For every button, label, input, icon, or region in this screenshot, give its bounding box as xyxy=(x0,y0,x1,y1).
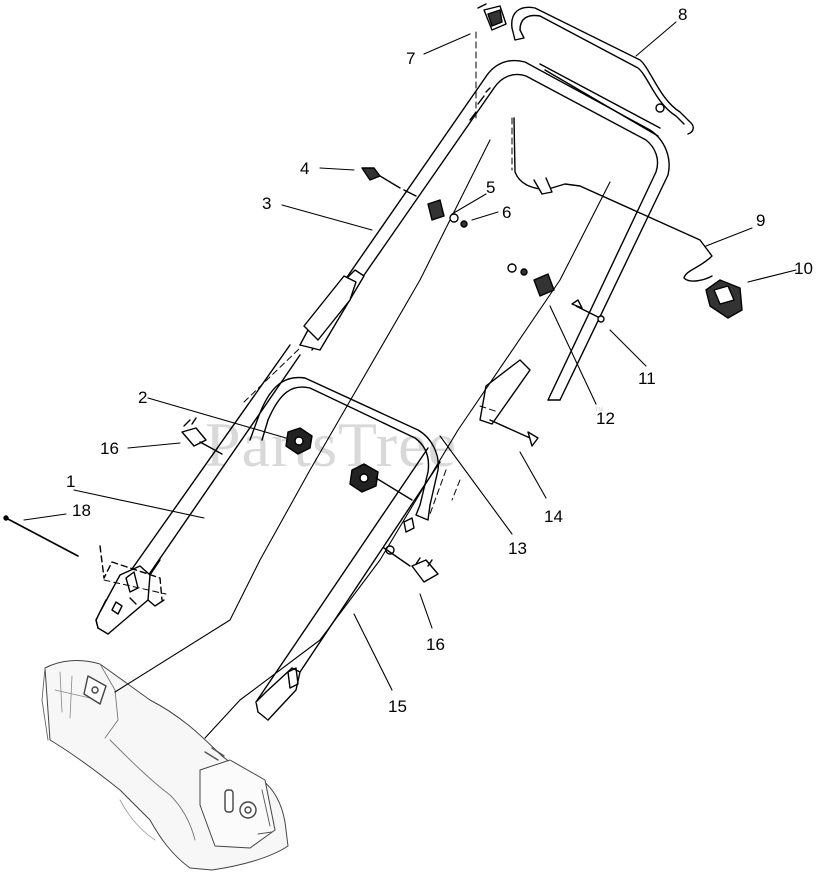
part-13-knob xyxy=(349,463,413,501)
callout-12: 12 xyxy=(596,409,615,428)
callout-14: 14 xyxy=(544,507,563,526)
part-2-knob xyxy=(285,427,313,455)
part-11-bolt xyxy=(571,299,605,323)
part-14-bolt xyxy=(489,419,539,447)
callout-6: 6 xyxy=(502,203,511,222)
callout-13: 13 xyxy=(508,539,527,558)
callout-16-upper: 16 xyxy=(100,439,119,458)
part-16-clip-lower xyxy=(383,547,439,583)
callout-10: 10 xyxy=(794,259,813,278)
part-12-bracket xyxy=(507,263,555,297)
callout-18: 18 xyxy=(72,501,91,520)
callout-2: 2 xyxy=(138,388,147,407)
control-cable xyxy=(114,117,713,739)
part-4-pin xyxy=(361,167,401,189)
lower-handle-right xyxy=(255,447,441,721)
callout-15: 15 xyxy=(388,697,407,716)
watermark-trademark: ™ xyxy=(594,406,604,417)
part-10-knob xyxy=(705,279,743,319)
callout-3: 3 xyxy=(262,194,271,213)
callout-5: 5 xyxy=(486,178,495,197)
part-16-clip-upper xyxy=(181,417,223,455)
callout-16-lower: 16 xyxy=(426,635,445,654)
callout-labels: 1 2 3 4 5 6 7 8 9 10 11 12 13 14 15 16 1… xyxy=(66,5,813,716)
callout-9: 9 xyxy=(756,211,765,230)
callout-7: 7 xyxy=(406,49,415,68)
part-1-bracket xyxy=(99,545,163,601)
callout-4: 4 xyxy=(300,159,309,178)
leader-lines xyxy=(23,21,797,691)
watermark-text: PartsTree xyxy=(205,409,457,480)
lower-cross-bar xyxy=(249,376,439,521)
callout-1: 1 xyxy=(66,472,75,491)
bail xyxy=(511,6,694,137)
callout-8: 8 xyxy=(678,5,687,24)
part-18-rod xyxy=(3,515,79,557)
lower-handle-left xyxy=(95,344,301,635)
upper-handle xyxy=(299,59,670,425)
dashed-guides xyxy=(103,31,513,595)
mower-deck xyxy=(41,660,289,871)
part-5-6-bracket xyxy=(403,189,468,228)
callout-11: 11 xyxy=(638,369,656,388)
part-7-clip xyxy=(477,3,507,31)
